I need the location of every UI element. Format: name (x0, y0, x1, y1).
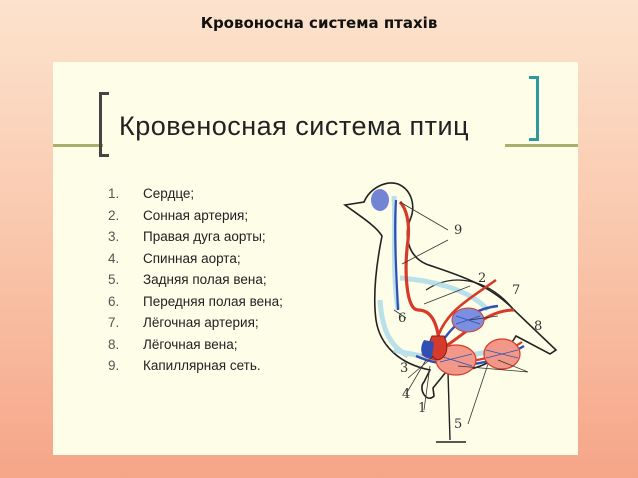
legend-item: 3.Правая дуга аорты; (108, 229, 266, 244)
bird-leg (436, 371, 466, 443)
legend-item: 2.Сонная артерия; (108, 207, 249, 223)
left-bracket (99, 92, 109, 157)
callout-7: 7 (512, 283, 520, 298)
right-bracket (529, 76, 539, 141)
legend-item: 8.Лёгочная вена; (108, 336, 238, 352)
title-rule-left (53, 144, 103, 147)
legend-item: 9.Капиллярная сеть. (108, 358, 261, 373)
capillary-background (377, 195, 507, 360)
page-title: Кровоносна система птахів (200, 14, 438, 32)
slide: Кровеносная система птиц 1.Сердце; 2.Сон… (53, 62, 578, 455)
legend-item: 7.Лёгочная артерия; (108, 315, 259, 330)
capillary-lines (439, 315, 519, 367)
callout-lines (393, 201, 529, 425)
callout-3: 3 (400, 361, 408, 376)
bird-circulatory-diagram: 9 2 7 6 8 3 9 4 1 5 (342, 182, 558, 443)
callout-9-top: 9 (454, 223, 462, 238)
legend-item: 6.Передняя полая вена; (108, 293, 283, 309)
legend-item: 4.Спинная аорта; (108, 250, 241, 266)
callout-8: 8 (534, 319, 542, 334)
legend-item: 5.Задняя полая вена; (108, 272, 267, 287)
callout-4: 4 (402, 387, 410, 402)
carotid-artery (398, 200, 442, 351)
title-rule-right (505, 144, 578, 147)
callout-6: 6 (398, 311, 406, 326)
bird-outline (342, 182, 558, 399)
pulmonary-artery (436, 278, 497, 337)
capillary-net-head (371, 189, 389, 211)
legend-item: 1.Сердце; (108, 186, 195, 201)
callout-5: 5 (454, 417, 462, 432)
legend-list: 1.Сердце; 2.Сонная артерия; 3.Правая дуг… (108, 183, 283, 377)
anterior-vena-cava (394, 199, 400, 311)
callout-2: 2 (478, 271, 486, 286)
heart-left-chamber (421, 340, 434, 359)
slide-heading: Кровеносная система птиц (119, 111, 470, 141)
callout-1: 1 (418, 401, 426, 416)
